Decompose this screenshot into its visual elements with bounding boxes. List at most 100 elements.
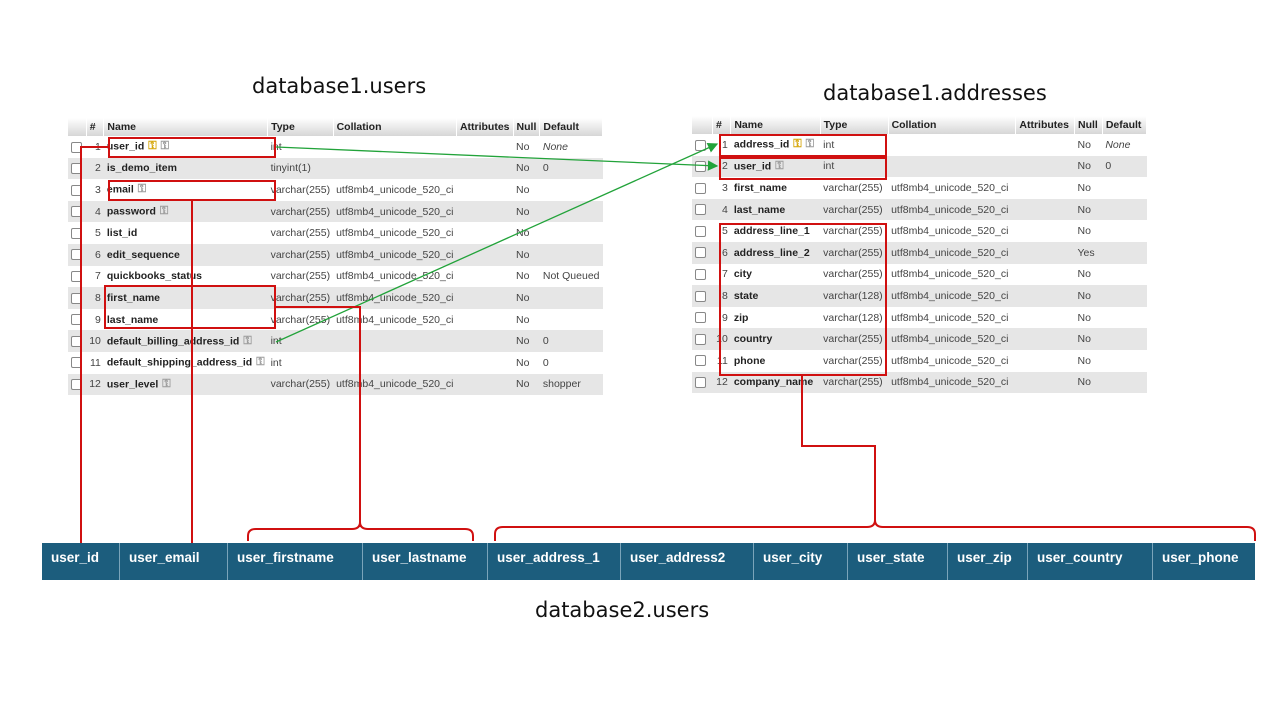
- addresses-header-type[interactable]: Type: [820, 116, 889, 134]
- row-checkbox[interactable]: [695, 333, 706, 345]
- column-name[interactable]: edit_sequence: [103, 243, 268, 266]
- row-checkbox[interactable]: [71, 335, 82, 347]
- addresses-header-attributes[interactable]: Attributes: [1015, 116, 1076, 134]
- column-collation: utf8mb4_unicode_520_ci: [888, 220, 1016, 242]
- row-checkbox[interactable]: [71, 249, 82, 261]
- row-checkbox[interactable]: [71, 357, 82, 369]
- column-attributes: [456, 200, 514, 223]
- column-default: [1102, 285, 1147, 307]
- column-attributes: [456, 157, 514, 180]
- users-header-default[interactable]: Default: [539, 118, 603, 136]
- column-name[interactable]: country: [730, 328, 821, 350]
- row-checkbox[interactable]: [695, 204, 706, 216]
- column-null: No: [1074, 371, 1103, 394]
- column-name[interactable]: default_billing_address_id⚿: [103, 330, 268, 352]
- addresses-header-collation[interactable]: Collation: [888, 116, 1017, 134]
- row-checkbox[interactable]: [71, 379, 82, 391]
- column-null: No: [513, 351, 540, 374]
- column-name[interactable]: company_name: [730, 371, 821, 394]
- row-checkbox[interactable]: [71, 184, 82, 196]
- db2-column-user-id: user_id: [42, 543, 120, 580]
- row-checkbox[interactable]: [695, 139, 706, 151]
- column-null: No: [1074, 263, 1103, 286]
- column-name[interactable]: city: [730, 263, 821, 286]
- column-name[interactable]: quickbooks_status: [103, 265, 268, 288]
- row-checkbox[interactable]: [695, 225, 706, 237]
- row-checkbox-cell: [68, 265, 87, 288]
- column-name[interactable]: last_name: [103, 308, 268, 331]
- row-checkbox[interactable]: [695, 377, 706, 389]
- row-checkbox[interactable]: [695, 355, 706, 367]
- users-header-name[interactable]: Name: [103, 118, 269, 136]
- column-null: No: [513, 136, 540, 158]
- brace-address: [494, 519, 1256, 541]
- column-name-text: list_id: [106, 227, 138, 240]
- column-attributes: [1015, 155, 1075, 178]
- row-checkbox[interactable]: [695, 247, 706, 259]
- row-checkbox[interactable]: [71, 141, 82, 153]
- column-type: varchar(128): [820, 306, 889, 329]
- column-name[interactable]: state: [730, 285, 821, 307]
- column-collation: utf8mb4_unicode_520_ci: [888, 306, 1016, 329]
- column-collation: utf8mb4_unicode_520_ci: [333, 222, 457, 244]
- users-header-number[interactable]: #: [86, 118, 105, 136]
- row-checkbox[interactable]: [695, 290, 706, 302]
- row-checkbox[interactable]: [71, 227, 82, 239]
- column-name-text: country: [733, 333, 773, 346]
- row-checkbox[interactable]: [695, 269, 706, 281]
- column-attributes: [1015, 241, 1075, 264]
- users-header-attributes[interactable]: Attributes: [456, 118, 514, 136]
- column-name[interactable]: phone: [730, 349, 821, 372]
- row-checkbox[interactable]: [71, 271, 82, 283]
- row-checkbox-cell: [68, 308, 87, 331]
- row-checkbox[interactable]: [71, 206, 82, 218]
- column-name[interactable]: password⚿: [103, 200, 268, 223]
- column-type: varchar(255): [267, 200, 334, 223]
- index-key-icon: ⚿: [159, 205, 169, 218]
- column-name[interactable]: user_id⚿⚿: [103, 136, 268, 158]
- row-checkbox[interactable]: [695, 312, 706, 324]
- column-name[interactable]: user_id⚿: [730, 155, 821, 178]
- column-name[interactable]: address_line_2: [730, 241, 821, 264]
- column-name[interactable]: default_shipping_address_id⚿: [103, 351, 268, 374]
- column-name-text: city: [733, 268, 752, 281]
- column-name[interactable]: last_name: [730, 198, 821, 221]
- column-name[interactable]: user_level⚿: [103, 373, 268, 396]
- users-header-type[interactable]: Type: [267, 118, 334, 136]
- column-attributes: [1015, 285, 1075, 307]
- column-type: varchar(255): [820, 220, 889, 242]
- row-checkbox[interactable]: [695, 161, 706, 173]
- column-attributes: [1015, 134, 1075, 156]
- column-attributes: [456, 330, 514, 352]
- users-header-collation[interactable]: Collation: [333, 118, 457, 136]
- addresses-header-default[interactable]: Default: [1102, 116, 1148, 134]
- row-checkbox-cell: [68, 287, 87, 309]
- row-checkbox[interactable]: [71, 314, 82, 326]
- row-number: 7: [86, 265, 104, 288]
- column-name[interactable]: email⚿: [103, 179, 268, 201]
- index-key-icon: ⚿: [805, 138, 815, 151]
- row-checkbox-cell: [692, 177, 713, 199]
- addresses-header-name[interactable]: Name: [730, 116, 821, 134]
- column-name[interactable]: address_id⚿⚿: [730, 134, 821, 156]
- row-checkbox[interactable]: [71, 292, 82, 304]
- users-header-null[interactable]: Null: [513, 118, 541, 136]
- column-name[interactable]: address_line_1: [730, 220, 821, 242]
- column-name-text: edit_sequence: [106, 248, 180, 261]
- column-name[interactable]: is_demo_item: [103, 157, 268, 180]
- row-checkbox[interactable]: [71, 163, 82, 175]
- column-name[interactable]: list_id: [103, 222, 268, 244]
- column-name[interactable]: zip: [730, 306, 821, 329]
- column-type: varchar(255): [820, 263, 889, 286]
- addresses-header-null[interactable]: Null: [1074, 116, 1103, 134]
- column-collation: utf8mb4_unicode_520_ci: [333, 200, 457, 223]
- column-name[interactable]: first_name: [730, 177, 821, 199]
- row-checkbox[interactable]: [695, 182, 706, 194]
- addresses-header-number[interactable]: #: [712, 116, 732, 134]
- column-name-text: default_shipping_address_id: [106, 356, 253, 369]
- row-number: 3: [86, 179, 104, 201]
- column-name[interactable]: first_name: [103, 287, 268, 309]
